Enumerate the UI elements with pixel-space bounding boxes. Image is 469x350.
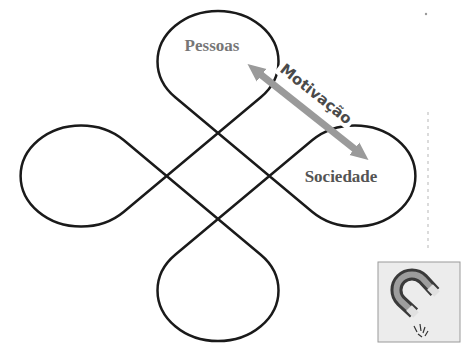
magnet-pole	[430, 287, 437, 294]
looped-knot	[0, 0, 440, 350]
magnet-pole	[409, 308, 416, 315]
magnet-body	[396, 274, 435, 313]
knot-group	[0, 0, 440, 350]
speck	[425, 13, 427, 15]
scan-line	[427, 112, 428, 248]
magnet-shine	[396, 274, 435, 313]
edge-label: Motivação	[274, 58, 358, 130]
lobe-label: Sociedade	[300, 164, 383, 190]
icon-tile	[378, 262, 460, 342]
node-text: Pessoas	[184, 36, 241, 56]
lobe-label: Pessoas	[180, 33, 245, 59]
node-text: Sociedade	[304, 167, 379, 187]
iron-filings	[414, 324, 428, 337]
magnet-icon	[378, 262, 460, 342]
